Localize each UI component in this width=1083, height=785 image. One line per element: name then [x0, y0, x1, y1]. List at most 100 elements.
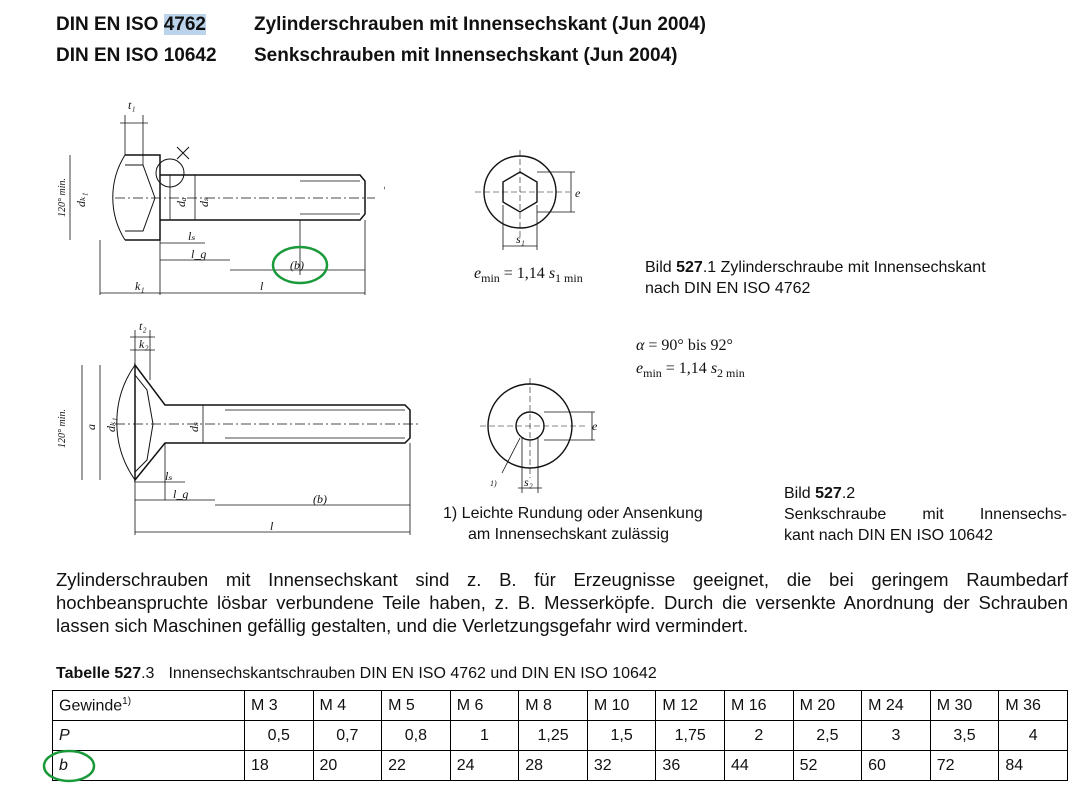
- table-header-row: Gewinde1) M 3 M 4 M 5 M 6 M 8 M 10 M 12 …: [52, 690, 1068, 721]
- label-note-ref: 1): [490, 479, 497, 488]
- label-lg: l_g: [191, 247, 206, 261]
- dim-e: [537, 171, 575, 213]
- label-ls: lₛ: [188, 229, 195, 243]
- header-iso-10642: DIN EN ISO 10642 Senkschrauben mit Innens…: [56, 43, 677, 69]
- table-cell: 52: [792, 750, 863, 781]
- label-b: (b): [290, 258, 304, 272]
- center-lines: [480, 378, 585, 478]
- formula-e-min-1: emin = 1,14 s1 min: [474, 265, 583, 286]
- dim-t1: [120, 115, 148, 165]
- table-cell: 1,25: [518, 720, 588, 751]
- table-cell: 1,5: [586, 720, 657, 751]
- dim-e: [544, 411, 595, 441]
- formula-alpha: α = 90° bis 92°: [636, 337, 733, 354]
- column-header: M 30: [929, 690, 1000, 721]
- annotation-circle-b-row: [42, 749, 96, 783]
- label-dk1: dₖ₁: [104, 417, 118, 432]
- table-cell: 18: [243, 750, 314, 781]
- table-cell: 1: [449, 720, 520, 751]
- dim-angle-a: [81, 365, 101, 480]
- shank-outline: [160, 174, 300, 221]
- dim-k1-l: [99, 240, 365, 295]
- dim-s1: [502, 205, 538, 250]
- table-cell: 1,75: [655, 720, 725, 751]
- formula-e-min-2: emin = 1,14 s2 min: [636, 360, 745, 381]
- socket-outline: [134, 374, 154, 473]
- column-header: M 20: [792, 690, 863, 721]
- dim-lengths: [160, 242, 365, 271]
- label-e: e: [592, 419, 598, 433]
- header-code-num: 10642: [163, 45, 217, 66]
- angle-arc: [116, 364, 136, 481]
- header-iso-4762: DIN EN ISO 4762 Zylinderschrauben mit Inn…: [56, 12, 706, 38]
- figure-cylinder-screw-end-view: e s₁: [475, 150, 581, 250]
- dim-t2-k2: [130, 330, 155, 380]
- label-angle: 120° min.: [57, 409, 68, 448]
- dim-lengths: [135, 481, 410, 533]
- table-cell: 3,5: [929, 720, 1000, 751]
- detail-x-mark: [176, 146, 190, 160]
- header-title: Zylinderschrauben mit Innensechskant (Ju…: [254, 14, 706, 35]
- label-da: dₐ: [174, 197, 188, 207]
- table-cell: 28: [518, 750, 588, 781]
- header-title: Senkschrauben mit Innensechskant (Jun 20…: [254, 45, 678, 66]
- table-cell: 36: [655, 750, 725, 781]
- table-cell: 4: [998, 720, 1068, 751]
- table-cell: 32: [586, 750, 657, 781]
- table-cell: 22: [381, 750, 451, 781]
- label-b: (b): [313, 492, 327, 506]
- column-header: M 3: [243, 690, 314, 721]
- column-header: M 24: [861, 690, 931, 721]
- table-cell: 24: [449, 750, 520, 781]
- highlighted-search-term: 4762: [163, 14, 206, 35]
- hex-socket: [502, 171, 538, 213]
- annotation-ellipse: [42, 749, 96, 783]
- table-row-b: b 18 20 22 24 28 32 36 44 52 60 72 84: [42, 749, 1068, 783]
- table-cell: 44: [724, 750, 794, 781]
- thread-root: [300, 180, 360, 215]
- table-cell: 60: [861, 750, 931, 781]
- header-code-prefix: DIN EN ISO: [56, 45, 164, 66]
- row-label-b: b: [42, 749, 245, 783]
- label-e: e: [575, 186, 581, 200]
- column-header: M 5: [381, 690, 451, 721]
- column-header: M 36: [998, 690, 1068, 721]
- label-k2: k₂: [139, 337, 149, 351]
- row-header-gewinde: Gewinde1): [52, 690, 245, 721]
- head-outline: [125, 154, 161, 241]
- table-cell: 84: [998, 750, 1068, 781]
- column-header: M 4: [312, 690, 383, 721]
- thread-root: [225, 409, 405, 439]
- caption-bild-527-2: Bild 527.2 Senkschraube mit Innensechs- …: [784, 485, 1067, 544]
- column-header: M 10: [586, 690, 657, 721]
- label-ds: dₛ: [187, 422, 201, 432]
- label-angle: 120° min.: [57, 178, 68, 217]
- thread-table: Gewinde1) M 3 M 4 M 5 M 6 M 8 M 10 M 12 …: [42, 690, 1068, 783]
- label-ds: dₛ: [197, 197, 211, 207]
- figure-cylinder-screw-side-view: t₁ 120° min. dₖ₁ dₐ dₛ d lₛ l_g (b) k₁ l: [57, 98, 385, 295]
- body-paragraph: Zylinderschrauben mit Innensechskant sin…: [56, 569, 1068, 636]
- thread-outline: [300, 174, 366, 221]
- label-s1: s₁: [516, 232, 525, 246]
- table-cell: 0,8: [381, 720, 451, 751]
- figure-countersunk-screw-end-view: e s₂ 1): [480, 378, 598, 493]
- label-lg: l_g: [173, 487, 188, 501]
- label-k1: k₁: [135, 279, 145, 293]
- label-dk1: dₖ₁: [74, 192, 88, 207]
- column-header: M 16: [724, 690, 794, 721]
- table-cell: 3: [861, 720, 931, 751]
- label-t1: t₁: [128, 98, 136, 112]
- header-code-prefix: DIN EN ISO: [56, 14, 164, 35]
- label-l: l: [270, 519, 274, 533]
- column-header: M 12: [655, 690, 725, 721]
- table-cell: 0,7: [312, 720, 383, 751]
- label-a: a: [84, 424, 98, 430]
- annotation-circle-b: [271, 245, 329, 285]
- table-cell: 72: [929, 750, 1000, 781]
- label-l: l: [260, 279, 264, 293]
- note-leader: [501, 437, 521, 474]
- column-header: M 6: [449, 690, 520, 721]
- dim-s2: [518, 438, 542, 493]
- screw-outline: [134, 362, 411, 483]
- label-ls: lₛ: [165, 469, 172, 483]
